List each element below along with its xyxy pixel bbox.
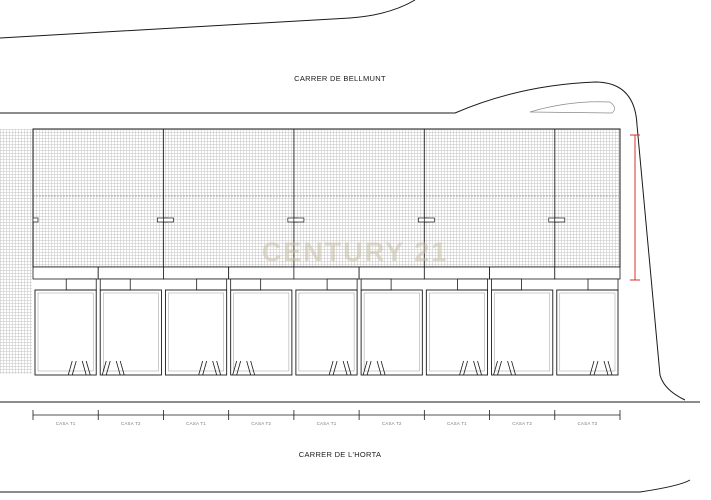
facade-band [163, 266, 230, 280]
porch-box [196, 278, 228, 291]
courtyard-inner [559, 292, 616, 372]
street-label-south: CARRER DE L'HORTA [299, 450, 382, 459]
casa-label: CASA T3 [577, 421, 597, 426]
courtyard-inner [363, 292, 420, 372]
north-road-edge [0, 0, 416, 39]
south-road-edge [0, 479, 691, 493]
facade-band [358, 266, 425, 280]
lot-3 [163, 129, 230, 376]
facade-band [489, 266, 556, 280]
facade-band [97, 266, 164, 280]
gate-symbol [232, 360, 256, 376]
facade-band [228, 266, 295, 280]
facade-band [423, 266, 490, 280]
roof-block [32, 128, 621, 268]
lot-6 [358, 217, 429, 376]
courtyard-frame [491, 289, 554, 376]
street-curbs [0, 0, 700, 493]
courtyard-inner [494, 292, 551, 372]
porch-box [99, 278, 131, 291]
north-block-edge [0, 81, 686, 401]
casa-label: CASA T1 [56, 421, 76, 426]
roof-vent [554, 217, 566, 223]
lot-7 [423, 129, 490, 376]
lot-8 [489, 217, 560, 376]
courtyard-inner [168, 292, 224, 372]
lot-2 [97, 217, 168, 376]
courtyard-frame [295, 289, 358, 376]
lot-5 [293, 129, 360, 376]
roof-vent [32, 217, 39, 223]
porch-box [491, 278, 522, 291]
courtyard-inner [233, 292, 290, 372]
roof-vent [423, 217, 435, 223]
courtyard-frame [164, 289, 228, 376]
courtyard-frame [34, 289, 97, 376]
gate-symbol [459, 360, 482, 376]
courtyard-frame [230, 289, 293, 376]
porch-box [65, 278, 97, 291]
roof-vent [293, 217, 305, 223]
facade-band [32, 266, 99, 280]
casa-label: CASA T2 [382, 421, 402, 426]
casa-label: CASA T1 [317, 421, 337, 426]
casa-label: CASA T2 [512, 421, 532, 426]
courtyard-frame [360, 289, 423, 376]
courtyard-inner [298, 292, 355, 372]
courtyard-frame [99, 289, 162, 376]
casa-label: CASA T2 [251, 421, 271, 426]
casa-label: CASA T1 [447, 421, 467, 426]
lot-dimension-line [32, 410, 621, 420]
facade-band [293, 266, 360, 280]
lot-labels: CASA T1 CASA T2 CASA T1 CASA T2 CASA T1 CASA … [56, 421, 598, 426]
roof-area [32, 128, 621, 268]
gate-symbol [101, 360, 125, 376]
porch-box [326, 278, 358, 291]
porch-box [457, 278, 488, 291]
traffic-island [529, 101, 615, 114]
gate-symbol [67, 360, 91, 376]
porch-box [360, 278, 392, 291]
courtyard-frame [556, 289, 619, 376]
adjacent-plot-hatch [0, 129, 32, 374]
gate-symbol [198, 360, 222, 376]
courtyard-frame [425, 289, 489, 376]
lot-9 [554, 129, 621, 376]
gate-symbol [328, 360, 352, 376]
courtyard-inner [429, 292, 485, 372]
porch-box [587, 278, 619, 291]
facade-band [554, 266, 621, 280]
casa-label: CASA T1 [186, 421, 206, 426]
courtyard-inner [37, 292, 94, 372]
lots-group [32, 129, 621, 376]
gate-symbol [493, 360, 516, 376]
casa-label: CASA T2 [121, 421, 141, 426]
depth-dimension-marker [630, 134, 640, 281]
street-label-north: CARRER DE BELLMUNT [294, 74, 386, 83]
courtyard-inner [102, 292, 159, 372]
gate-symbol [589, 360, 613, 376]
gate-symbol [362, 360, 386, 376]
porch-box [230, 278, 262, 291]
roof-vent [163, 217, 174, 223]
watermark: CENTURY 21 [262, 237, 449, 267]
